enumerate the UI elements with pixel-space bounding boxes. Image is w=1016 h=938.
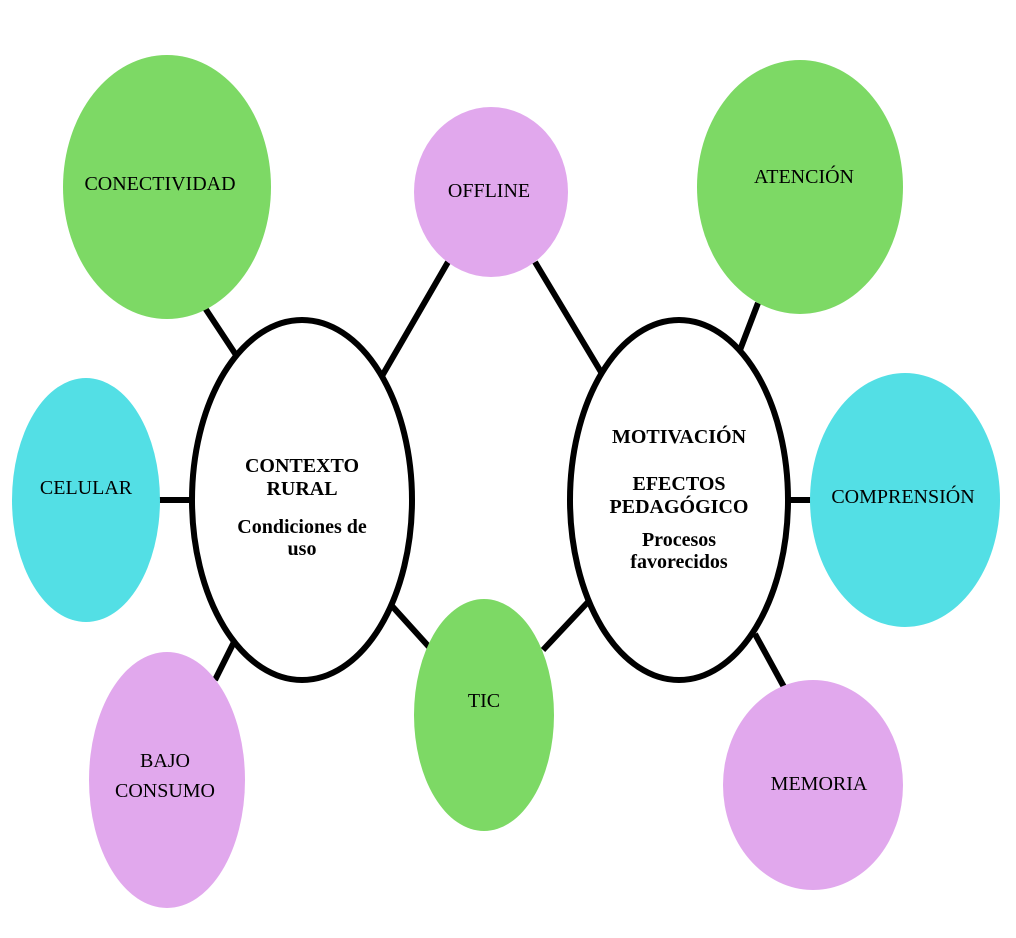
- connectors: [158, 260, 812, 689]
- hub-title: PEDAGÓGICO: [610, 494, 749, 518]
- node-label: CONSUMO: [115, 780, 215, 802]
- node-atencion: ATENCIÓN: [697, 60, 903, 314]
- node-bajo-consumo: BAJO CONSUMO: [89, 652, 245, 908]
- node-conectividad: CONECTIVIDAD: [63, 55, 271, 319]
- node-comprension: COMPRENSIÓN: [810, 373, 1000, 627]
- node-label: CONECTIVIDAD: [84, 173, 235, 195]
- node-label: COMPRENSIÓN: [831, 484, 974, 508]
- hub-subtitle: favorecidos: [630, 551, 728, 573]
- node-label: OFFLINE: [448, 180, 530, 202]
- connector-bajo-consumo: [212, 640, 237, 682]
- hub-title: CONTEXTO: [245, 455, 359, 477]
- node-label: TIC: [468, 690, 500, 712]
- connector-tic-left: [389, 603, 433, 651]
- hub-title: RURAL: [266, 478, 337, 500]
- connector-offline-right: [532, 260, 604, 374]
- connector-tic-right: [540, 599, 591, 653]
- connector-offline-left: [379, 260, 451, 378]
- connector-atencion: [737, 301, 761, 352]
- node-celular: CELULAR: [12, 378, 160, 622]
- connector-conectividad: [202, 306, 241, 360]
- hub-subtitle: Condiciones de: [237, 516, 367, 538]
- node-label: MEMORIA: [771, 773, 868, 795]
- hub-motivacion: MOTIVACIÓN EFECTOS PEDAGÓGICO Procesos f…: [567, 317, 791, 683]
- hub-title: EFECTOS: [633, 473, 726, 495]
- hub-title: MOTIVACIÓN: [612, 424, 747, 448]
- node-offline: OFFLINE: [414, 107, 568, 277]
- node-label: CELULAR: [40, 477, 133, 499]
- hub-subtitle: uso: [288, 538, 317, 560]
- node-memoria: MEMORIA: [723, 680, 903, 890]
- hub-contexto-rural: CONTEXTO RURAL Condiciones de uso: [189, 317, 415, 683]
- hub-subtitle: Procesos: [642, 529, 716, 551]
- connector-memoria: [752, 632, 787, 689]
- node-label: ATENCIÓN: [754, 164, 854, 188]
- node-label: BAJO: [140, 750, 190, 772]
- node-tic: TIC: [414, 599, 554, 831]
